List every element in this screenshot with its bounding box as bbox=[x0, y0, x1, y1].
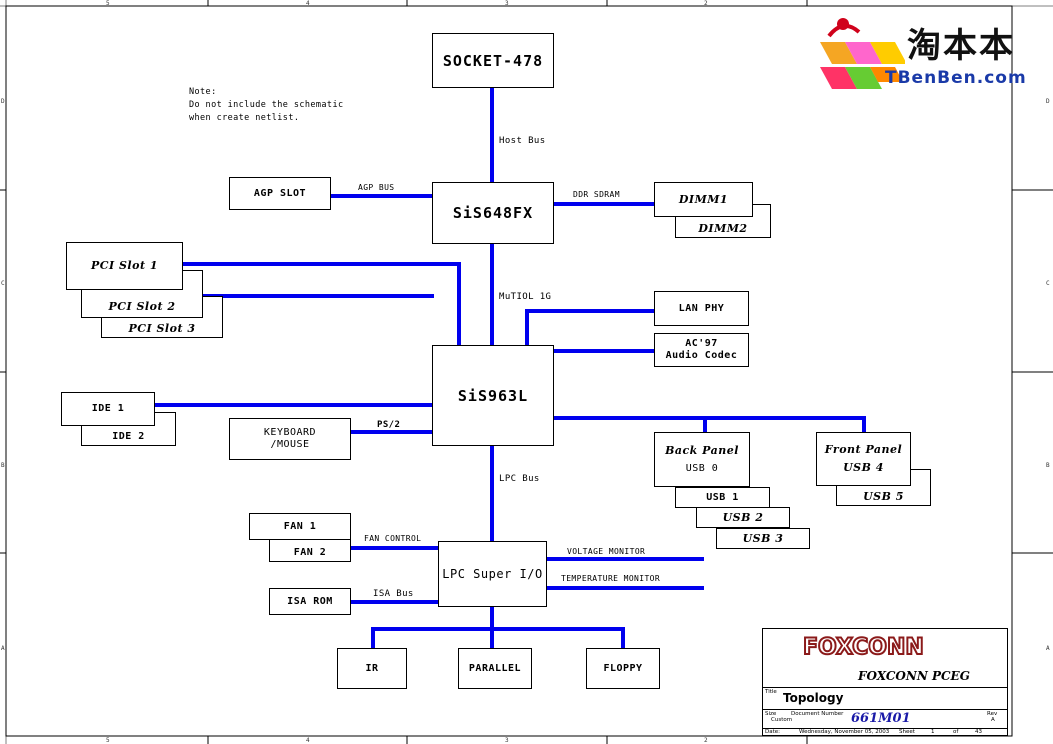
tbenben-logo-icon bbox=[820, 18, 905, 89]
pci-slot2-label: PCI Slot 2 bbox=[108, 300, 176, 313]
watermark-site-text: TBenBen.com bbox=[885, 68, 1027, 88]
pci-slot1-block: PCI Slot 1 bbox=[66, 242, 183, 290]
usb5-label: USB 5 bbox=[863, 490, 904, 503]
note-line-3: when create netlist. bbox=[189, 113, 300, 123]
front-panel-label: Front Panel bbox=[824, 443, 903, 456]
size-row-divider bbox=[763, 709, 1007, 710]
usb1-label: USB 1 bbox=[706, 491, 739, 503]
tick-top-3: 3 bbox=[505, 0, 509, 7]
socket-478-block: SOCKET-478 bbox=[432, 33, 554, 88]
isa-rom-block: ISA ROM bbox=[269, 588, 351, 615]
usb0-label: USB 0 bbox=[685, 462, 719, 474]
tick-top-4: 4 bbox=[306, 0, 310, 7]
title-value: Topology bbox=[783, 691, 844, 705]
tick-right-b: B bbox=[1046, 462, 1050, 469]
foxconn-logo: FOXCONN bbox=[802, 634, 925, 661]
ddr-bus-label: DDR SDRAM bbox=[573, 190, 620, 199]
usb3-block: USB 3 bbox=[716, 528, 810, 549]
temperature-monitor-label: TEMPERATURE MONITOR bbox=[561, 574, 661, 583]
usb2-label: USB 2 bbox=[722, 510, 764, 524]
size-value: Custom bbox=[771, 717, 793, 723]
ide2-label: IDE 2 bbox=[112, 431, 145, 442]
ac97-label: AC'97 bbox=[685, 338, 718, 349]
tick-side-c: C bbox=[1, 280, 5, 287]
sheet-field-label: Sheet bbox=[899, 729, 915, 735]
usb3-label: USB 3 bbox=[742, 531, 784, 545]
schematic-note: Note: Do not include the schematic when … bbox=[189, 86, 344, 125]
ide1-block: IDE 1 bbox=[61, 392, 155, 426]
northbridge-block: SiS648FX bbox=[432, 182, 554, 244]
pci-bus-line bbox=[181, 262, 461, 347]
note-line-1: Note: bbox=[189, 87, 217, 97]
usb1-block: USB 1 bbox=[675, 487, 770, 508]
title-row-divider bbox=[763, 687, 1007, 688]
tick-bottom-4: 4 bbox=[306, 737, 310, 744]
dimm1-block: DIMM1 bbox=[654, 182, 753, 217]
of-field-label: of bbox=[953, 729, 959, 735]
back-panel-block: Back Panel USB 0 bbox=[654, 432, 750, 487]
note-line-2: Do not include the schematic bbox=[189, 100, 344, 110]
peripheral-bus-line bbox=[371, 627, 625, 650]
keyboard-mouse-block: KEYBOARD /MOUSE bbox=[229, 418, 351, 460]
tick-right-c: C bbox=[1046, 280, 1050, 287]
ac97-block: AC'97 Audio Codec bbox=[654, 333, 749, 367]
company-name: FOXCONN PCEG bbox=[858, 669, 970, 683]
ir-block: IR bbox=[337, 648, 407, 689]
title-block: FOXCONN FOXCONN PCEG Title Topology Size… bbox=[762, 628, 1008, 736]
agp-bus-label: AGP BUS bbox=[358, 183, 395, 192]
docnum-field-label: Document Number bbox=[791, 711, 844, 717]
mouse-label: /MOUSE bbox=[270, 439, 310, 450]
tick-bottom-2: 2 bbox=[704, 737, 708, 744]
title-field-label: Title bbox=[765, 689, 777, 695]
docnum-value: 661M01 bbox=[851, 711, 911, 726]
host-bus-label: Host Bus bbox=[499, 136, 546, 146]
tick-bottom-3: 3 bbox=[505, 737, 509, 744]
tick-bottom-5: 5 bbox=[106, 737, 110, 744]
fan-control-label: FAN CONTROL bbox=[364, 534, 422, 543]
sheet-value: 1 bbox=[931, 729, 935, 735]
tick-side-b: B bbox=[1, 462, 5, 469]
parallel-block: PARALLEL bbox=[458, 648, 532, 689]
mutiol-bus-label: MuTIOL 1G bbox=[499, 292, 552, 302]
rev-value: A bbox=[991, 717, 995, 723]
usb-bus-line bbox=[551, 416, 866, 434]
dimm2-label: DIMM2 bbox=[698, 222, 748, 235]
fan2-label: FAN 2 bbox=[293, 547, 327, 558]
lpc-bus-label: LPC Bus bbox=[499, 474, 540, 484]
tbenben-watermark: 淘本本 TBenBen.com bbox=[815, 8, 1045, 96]
tick-top-5: 5 bbox=[106, 0, 110, 7]
lan-bus-line bbox=[525, 309, 656, 347]
tick-top-2: 2 bbox=[704, 0, 708, 7]
date-value: Wednesday, November 05, 2003 bbox=[799, 729, 890, 735]
front-panel-block: Front Panel USB 4 bbox=[816, 432, 911, 486]
usb2-block: USB 2 bbox=[696, 507, 790, 528]
floppy-block: FLOPPY bbox=[586, 648, 660, 689]
pci-slot3-label: PCI Slot 3 bbox=[128, 322, 196, 335]
tick-right-a: A bbox=[1046, 645, 1050, 652]
date-field-label: Date: bbox=[765, 729, 780, 735]
keyboard-label: KEYBOARD bbox=[263, 427, 317, 438]
superio-block: LPC Super I/O bbox=[438, 541, 547, 607]
tick-side-d: D bbox=[1, 98, 5, 105]
lan-phy-block: LAN PHY bbox=[654, 291, 749, 326]
southbridge-block: SiS963L bbox=[432, 345, 554, 446]
agp-slot-block: AGP SLOT bbox=[229, 177, 331, 210]
size-field-label: Size bbox=[765, 711, 777, 717]
watermark-cn-text: 淘本本 bbox=[907, 26, 1015, 66]
isa-bus-label: ISA Bus bbox=[373, 589, 414, 599]
usb4-label: USB 4 bbox=[843, 461, 884, 474]
audio-codec-label: Audio Codec bbox=[665, 350, 738, 361]
back-panel-label: Back Panel bbox=[665, 443, 739, 457]
of-value: 43 bbox=[975, 729, 982, 735]
rev-field-label: Rev bbox=[987, 711, 998, 717]
date-row-divider bbox=[763, 728, 1007, 729]
tick-right-d: D bbox=[1046, 98, 1050, 105]
ps2-bus-label: PS/2 bbox=[377, 420, 401, 430]
fan1-block: FAN 1 bbox=[249, 513, 351, 540]
voltage-monitor-label: VOLTAGE MONITOR bbox=[567, 547, 646, 556]
tick-side-a: A bbox=[1, 645, 5, 652]
